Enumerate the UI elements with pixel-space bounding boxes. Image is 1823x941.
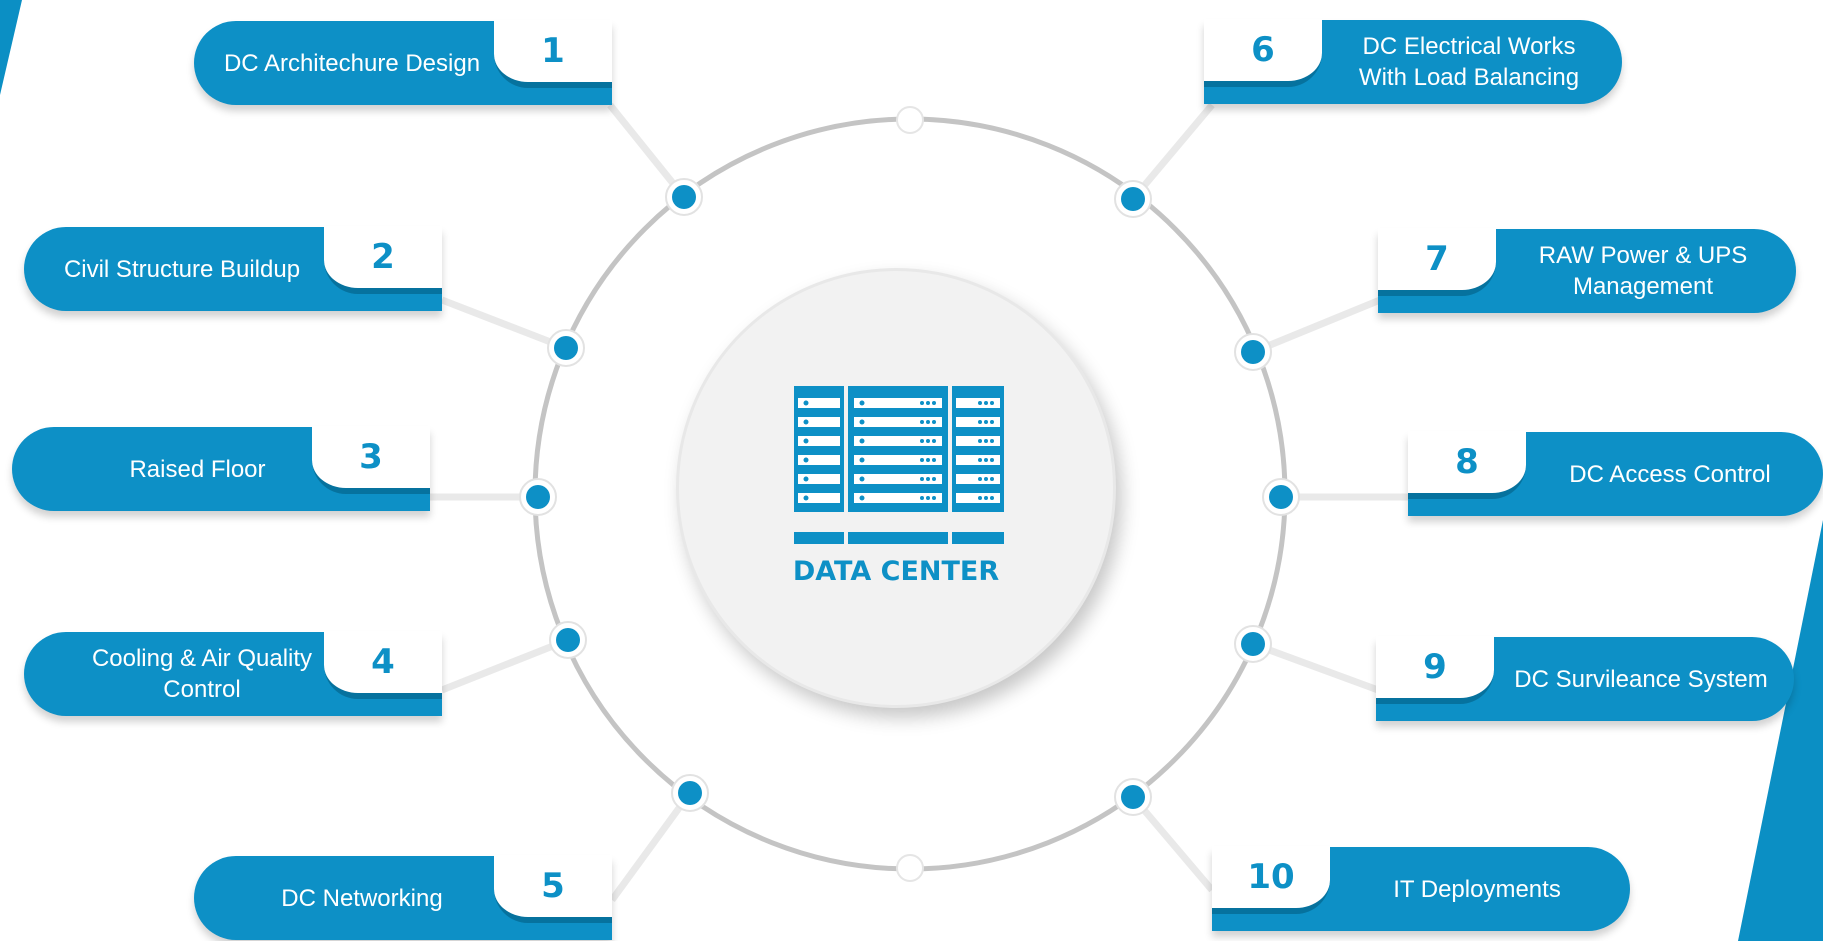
service-number-tab: 8: [1408, 431, 1526, 499]
service-number-tab: 4: [324, 631, 442, 699]
service-number: 1: [541, 31, 565, 71]
corner-accent-shape: [1738, 520, 1823, 941]
service-item-2: Civil Structure Buildup 2: [24, 226, 442, 311]
service-number: 4: [371, 642, 395, 682]
service-number-tab: 6: [1204, 19, 1322, 87]
service-number: 3: [359, 437, 383, 477]
service-item-6: DC Electrical Works With Load Balancing 6: [1204, 19, 1622, 104]
service-number: 2: [371, 237, 395, 277]
corner-accent-shape: [0, 0, 22, 95]
service-number-tab: 3: [312, 426, 430, 494]
service-number-tab: 2: [324, 226, 442, 294]
service-number-tab: 1: [494, 20, 612, 88]
ring-node-dot-1: [672, 185, 696, 209]
connector-line-7: [1251, 296, 1382, 356]
service-item-8: DC Access Control 8: [1408, 431, 1823, 516]
ring-node-dot-5: [678, 781, 702, 805]
ring-node-dot-8: [1269, 485, 1293, 509]
service-label: DC Networking: [281, 884, 443, 912]
service-label: Civil Structure Buildup: [63, 255, 301, 283]
ring-node-dot-3: [526, 485, 550, 509]
service-number: 9: [1423, 647, 1447, 687]
service-number: 7: [1425, 239, 1449, 279]
service-number-tab: 5: [494, 855, 612, 923]
service-label: DC Architechure Design: [223, 49, 481, 77]
service-item-7: RAW Power & UPS Management 7: [1378, 228, 1796, 313]
server-rack-icon: [794, 386, 1004, 544]
service-label: DC Electrical Works With Load Balancing: [1358, 33, 1580, 91]
connector-line-5: [609, 790, 693, 903]
connector-line-1: [607, 102, 687, 200]
service-label: Raised Floor: [129, 455, 266, 483]
ring-top-node: [896, 106, 924, 134]
service-item-4: Cooling & Air Quality Control 4: [24, 631, 442, 716]
connector-line-2: [440, 296, 568, 352]
service-number-tab: 10: [1212, 846, 1330, 914]
service-label: Cooling & Air Quality Control: [91, 645, 313, 703]
service-number-tab: 9: [1376, 636, 1494, 704]
connector-line-10: [1130, 794, 1215, 893]
service-number: 10: [1247, 857, 1295, 897]
service-item-1: DC Architechure Design 1: [194, 20, 612, 105]
connector-line-9: [1251, 640, 1380, 694]
center-circle: [676, 268, 1116, 708]
service-label: RAW Power & UPS Management: [1538, 242, 1748, 300]
service-number-tab: 7: [1378, 228, 1496, 296]
ring-bottom-node: [896, 854, 924, 882]
service-label: DC Survileance System: [1514, 665, 1768, 693]
service-item-10: IT Deployments 10: [1212, 846, 1630, 931]
ring-node-dot-7: [1241, 340, 1265, 364]
ring-node-dot-4: [556, 628, 580, 652]
connector-line-6: [1130, 102, 1215, 202]
service-number: 8: [1455, 442, 1479, 482]
ring-node-dot-6: [1121, 187, 1145, 211]
ring-node-dot-2: [554, 336, 578, 360]
service-item-5: DC Networking 5: [194, 855, 612, 940]
service-number: 5: [541, 866, 565, 906]
center-title: DATA CENTER: [792, 556, 1000, 587]
connector-line-4: [440, 636, 570, 694]
service-label: IT Deployments: [1393, 875, 1561, 903]
service-label: DC Access Control: [1569, 460, 1771, 488]
service-number: 6: [1251, 30, 1275, 70]
service-item-9: DC Survileance System 9: [1376, 636, 1794, 721]
ring-node-dot-9: [1241, 632, 1265, 656]
service-item-3: Raised Floor 3: [12, 426, 430, 511]
ring-node-dot-10: [1121, 785, 1145, 809]
